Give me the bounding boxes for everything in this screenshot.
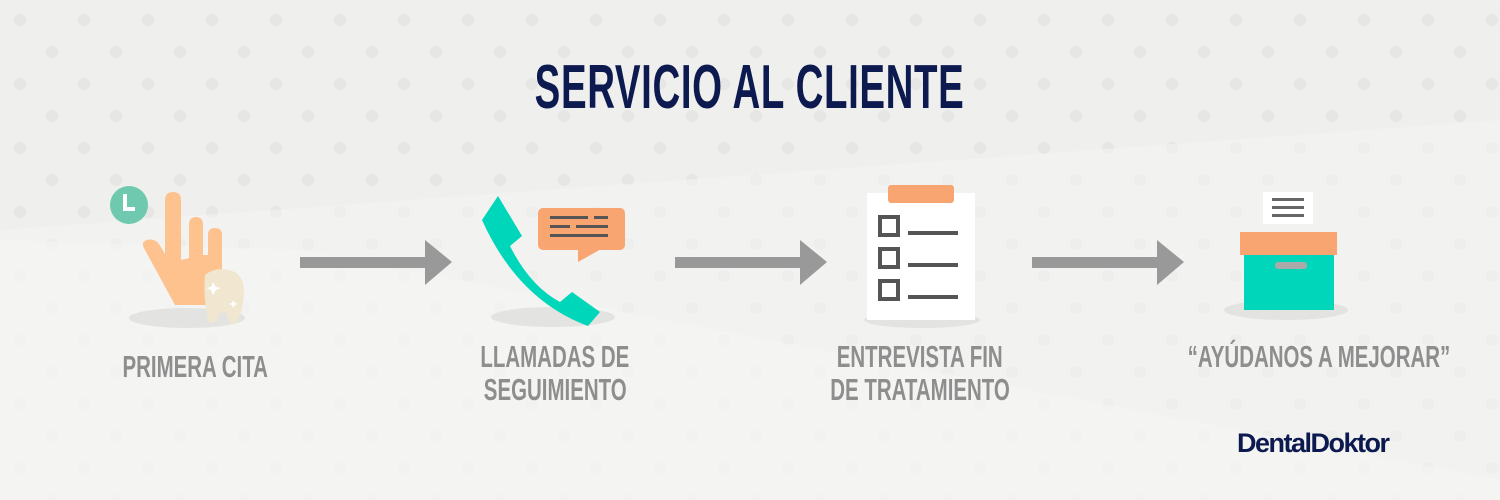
arrow-right-icon [300,240,452,285]
step-label-primera-cita: PRIMERA CITA [122,349,268,384]
phone-chat-icon [482,196,625,327]
step-label-ayudanos: “AYÚDANOS A MEJORAR” [1187,339,1451,374]
suggestion-box-icon [1224,192,1348,320]
brand-logo: DentalDoktor [1237,428,1390,458]
arrow-right-icon [675,240,827,285]
arrow-right-icon [1032,240,1184,285]
page-title: SERVICIO AL CLIENTE [535,53,965,122]
hand-tooth-clock-icon [110,186,245,328]
clipboard-checklist-icon [864,185,980,328]
